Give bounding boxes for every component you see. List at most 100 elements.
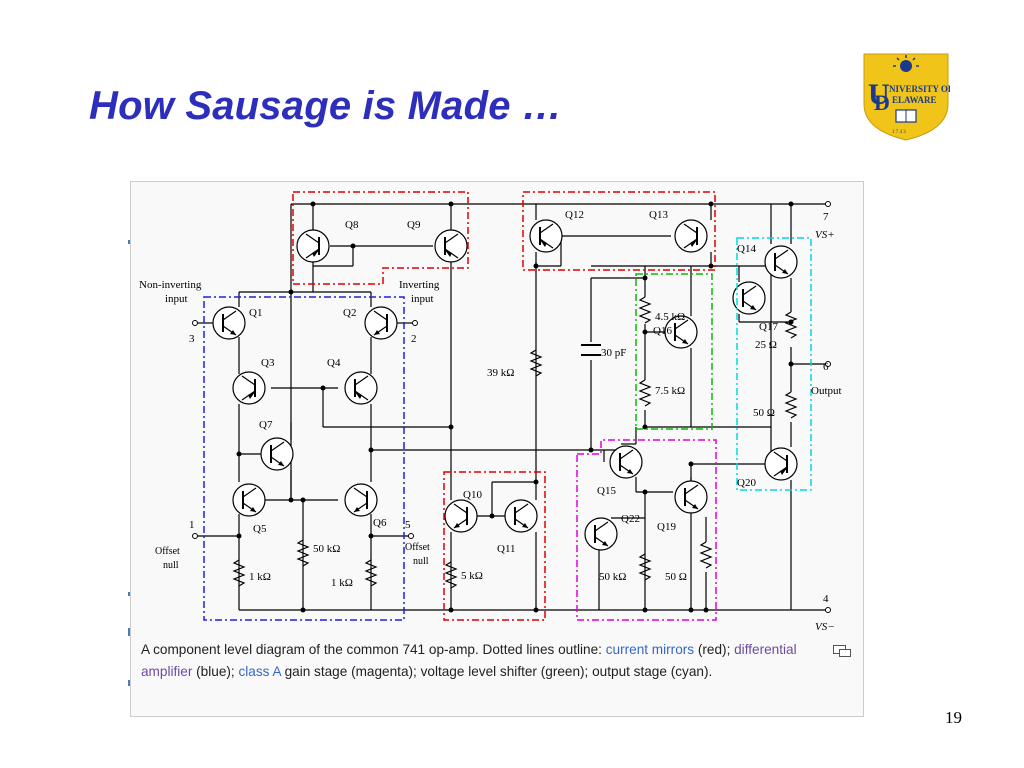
transistor-q2 xyxy=(364,306,398,340)
capacitor-30pf xyxy=(581,344,601,356)
label-q11: Q11 xyxy=(497,543,516,555)
transistor-q13 xyxy=(674,219,708,253)
book-icon xyxy=(895,109,917,123)
margin-mark xyxy=(128,628,130,636)
label-30pf: 30 pF xyxy=(601,347,626,359)
label-pin-4: 4 xyxy=(823,593,829,605)
margin-mark xyxy=(128,680,130,686)
label-inverting: Inverting xyxy=(399,279,440,291)
label-noninverting-input: input xyxy=(165,293,188,305)
label-1k-left: 1 kΩ xyxy=(249,571,271,583)
svg-text:ELAWARE: ELAWARE xyxy=(892,95,937,105)
label-q14: Q14 xyxy=(737,243,756,255)
transistor-q5 xyxy=(232,483,266,517)
label-25-ohm: 25 Ω xyxy=(755,339,777,351)
svg-text:U: U xyxy=(868,78,890,111)
transistor-q4 xyxy=(344,371,378,405)
class-a-link[interactable]: class A xyxy=(238,664,281,679)
transistor-q15 xyxy=(609,445,643,479)
label-pin-7: 7 xyxy=(823,211,829,223)
pin-7-terminal xyxy=(825,201,831,207)
label-null-left: null xyxy=(163,560,179,571)
label-q20: Q20 xyxy=(737,477,756,489)
op-amp-741-schematic: Q8 Q9 Q1 Q2 Q3 Q4 Q7 Q5 Q6 Q10 Q11 Q12 Q… xyxy=(139,191,842,633)
transistor-q3 xyxy=(232,371,266,405)
differential-amplifier-link[interactable]: differential amplifier xyxy=(141,642,797,679)
label-q13: Q13 xyxy=(649,209,668,221)
transistor-q1 xyxy=(212,306,246,340)
label-q17: Q17 xyxy=(759,321,778,333)
label-pin-2: 2 xyxy=(411,333,417,345)
pin-3-terminal xyxy=(192,320,198,326)
caption-text-3: (blue); xyxy=(192,664,239,679)
caption-text-4: gain stage (magenta); voltage level shif… xyxy=(280,664,713,679)
label-q12: Q12 xyxy=(565,209,584,221)
transistor-q10 xyxy=(444,499,478,533)
transistor-q7 xyxy=(260,437,294,471)
label-1k-right: 1 kΩ xyxy=(331,577,353,589)
level-shifter-outline xyxy=(635,273,713,430)
label-q22: Q22 xyxy=(621,513,640,525)
label-q5: Q5 xyxy=(253,523,267,535)
label-39k: 39 kΩ xyxy=(487,367,514,379)
label-q7: Q7 xyxy=(259,419,273,431)
margin-mark xyxy=(128,240,130,244)
label-output: Output xyxy=(811,385,842,397)
label-pin-1: 1 xyxy=(189,519,195,531)
label-q8: Q8 xyxy=(345,219,359,231)
label-q1: Q1 xyxy=(249,307,262,319)
label-q4: Q4 xyxy=(327,357,341,369)
pin-5-terminal xyxy=(408,533,414,539)
label-pin-3: 3 xyxy=(189,333,195,345)
label-7-5k: 7.5 kΩ xyxy=(655,385,685,397)
svg-text:D: D xyxy=(874,90,890,115)
slide-title: How Sausage is Made … xyxy=(89,84,563,128)
transistor-q11 xyxy=(504,499,538,533)
current-mirror-outline-q12q13 xyxy=(522,191,716,271)
pin-6-terminal xyxy=(825,361,831,367)
enlarge-icon[interactable] xyxy=(833,645,851,657)
label-q16: Q16 xyxy=(653,325,672,337)
transistor-q8 xyxy=(296,229,330,263)
label-offset-left: Offset xyxy=(155,546,180,557)
label-q2: Q2 xyxy=(343,307,356,319)
output-stage-outline xyxy=(736,237,812,491)
label-4-5k: 4.5 kΩ xyxy=(655,311,685,323)
label-50-ohm-out: 50 Ω xyxy=(753,407,775,419)
caption-text-2: (red); xyxy=(694,642,735,657)
transistor-q17 xyxy=(732,281,766,315)
label-pin-5: 5 xyxy=(405,519,411,531)
label-null-right: null xyxy=(413,556,429,567)
label-q15: Q15 xyxy=(597,485,616,497)
pin-4-terminal xyxy=(825,607,831,613)
label-inverting-input: input xyxy=(411,293,434,305)
label-vs-plus: VS+ xyxy=(815,229,835,241)
transistor-q19 xyxy=(674,480,708,514)
transistor-q14 xyxy=(764,245,798,279)
pin-2-terminal xyxy=(412,320,418,326)
figure-caption: A component level diagram of the common … xyxy=(141,639,831,683)
resistors xyxy=(232,296,798,589)
transistor-q22 xyxy=(584,517,618,551)
label-vs-minus: VS− xyxy=(815,621,835,633)
label-50-ohm-gain: 50 Ω xyxy=(665,571,687,583)
caption-text-1: A component level diagram of the common … xyxy=(141,642,606,657)
wiring xyxy=(197,203,826,611)
wiki-figure: Q8 Q9 Q1 Q2 Q3 Q4 Q7 Q5 Q6 Q10 Q11 Q12 Q… xyxy=(130,181,864,717)
transistor-q20 xyxy=(764,447,798,481)
label-noninverting: Non-inverting xyxy=(139,279,202,291)
svg-text:1 7 4 3: 1 7 4 3 xyxy=(892,130,906,135)
gain-stage-outline xyxy=(576,439,717,621)
university-logo: U D NIVERSITY OF ELAWARE 1 7 4 3 xyxy=(863,53,950,141)
current-mirror-outline-q10q11 xyxy=(443,471,546,621)
label-q9: Q9 xyxy=(407,219,421,231)
page-number: 19 xyxy=(945,708,962,727)
label-offset-right: Offset xyxy=(405,542,430,553)
label-q10: Q10 xyxy=(463,489,482,501)
differential-amp-outline xyxy=(203,296,405,621)
label-q6: Q6 xyxy=(373,517,387,529)
current-mirrors-link[interactable]: current mirrors xyxy=(605,642,695,657)
pin-1-terminal xyxy=(192,533,198,539)
transistor-q6 xyxy=(344,483,378,517)
label-q3: Q3 xyxy=(261,357,275,369)
